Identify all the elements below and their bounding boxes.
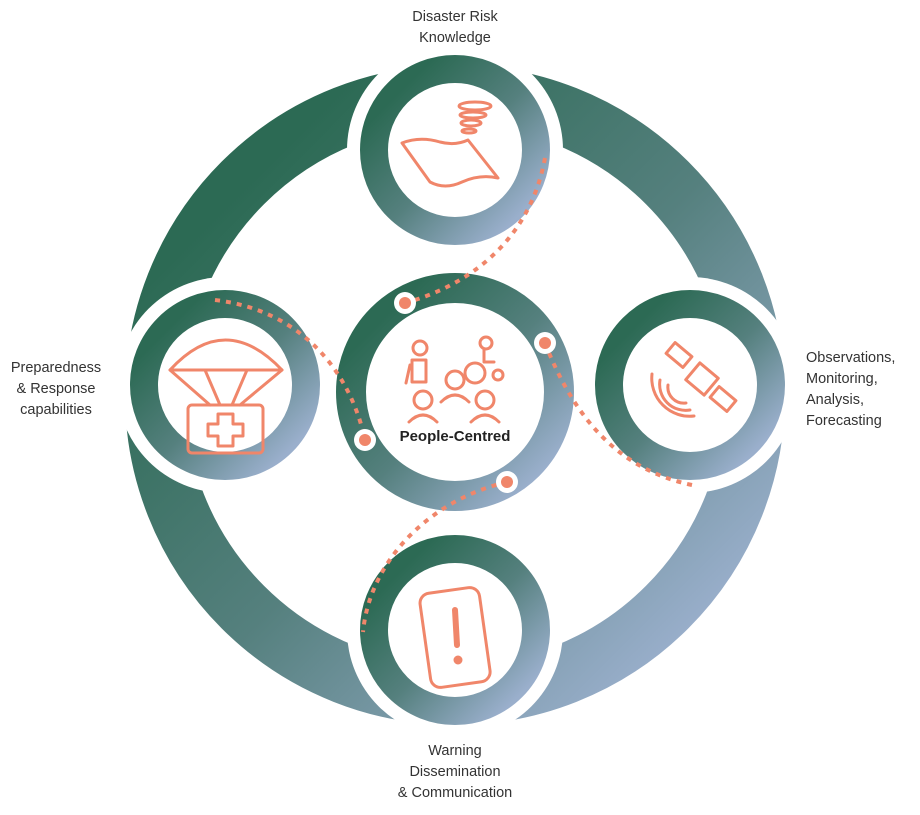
label-line: Observations, — [806, 350, 896, 366]
phone-alert-icon — [418, 586, 492, 689]
center-ring — [336, 273, 574, 511]
label-line: & Response — [16, 381, 96, 397]
node-rings — [130, 55, 785, 725]
dotted-connectors — [214, 157, 693, 633]
parachute-aid-icon — [168, 338, 284, 455]
label-preparedness: Preparedness & Response capabilities — [0, 358, 112, 421]
people-icon — [404, 335, 505, 424]
label-line: Knowledge — [419, 30, 491, 46]
label-line: capabilities — [20, 402, 92, 418]
label-line: Analysis, — [806, 392, 865, 408]
label-line: & Communication — [397, 785, 513, 801]
label-line: Warning — [428, 743, 482, 759]
connector-dots — [354, 292, 556, 493]
label-line: Forecasting — [806, 413, 882, 429]
label-disaster-risk-knowledge: Disaster Risk Knowledge — [385, 7, 525, 49]
tornado-map-icon — [400, 100, 500, 188]
satellite-icon — [650, 341, 738, 418]
label-observations: Observations, Monitoring, Analysis, Fore… — [806, 348, 920, 432]
label-line: Disaster Risk — [412, 9, 498, 25]
label-line: Dissemination — [409, 764, 501, 780]
label-line: Preparedness — [10, 360, 102, 376]
label-line: Monitoring, — [806, 371, 878, 387]
center-title: People-Centred — [399, 428, 511, 445]
label-warning-dissemination: Warning Dissemination & Communication — [370, 741, 540, 804]
